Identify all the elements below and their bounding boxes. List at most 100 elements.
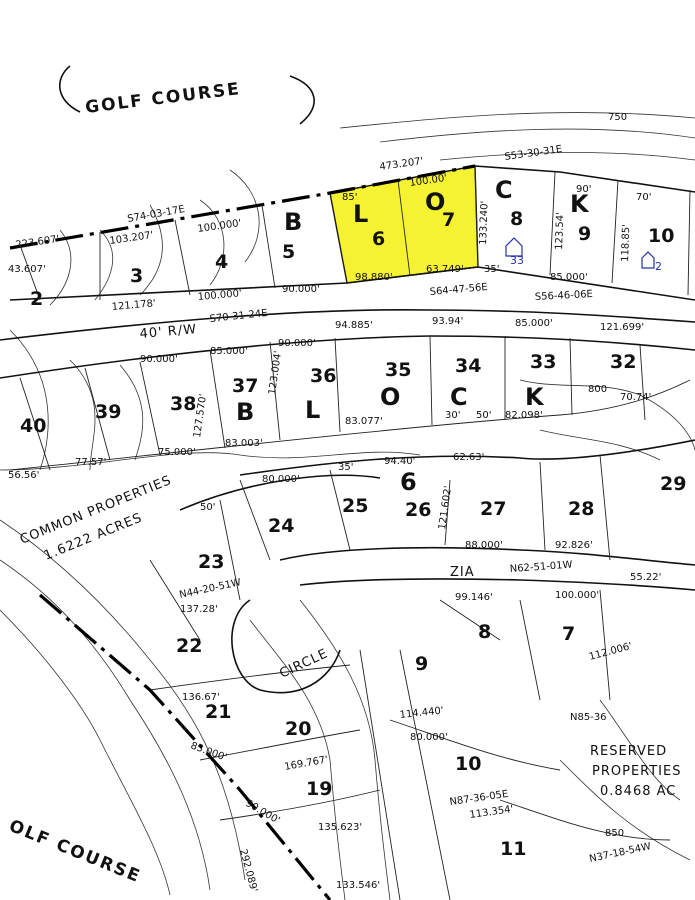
- upper-block-letter-o: O: [425, 188, 445, 216]
- svg-text:PROPERTIES: PROPERTIES: [592, 764, 682, 779]
- dim-30: 30': [445, 410, 460, 421]
- dim-77: 77.57': [75, 457, 106, 468]
- dim-100-d: 100.000': [555, 590, 599, 601]
- dim-100-top: 100.00': [409, 173, 448, 189]
- dim-133: 133.240': [478, 201, 491, 245]
- block6-lot-20: 20: [285, 718, 311, 740]
- block6-lot-28: 28: [568, 498, 594, 520]
- dim-223: 223.607': [15, 234, 60, 251]
- common-properties-label: COMMON PROPERTIES 1.6222 ACRES: [18, 473, 174, 564]
- dim-83-b: 83.077': [345, 416, 383, 427]
- dim-118: 118.85': [620, 224, 632, 262]
- dim-56: 56.56': [8, 470, 39, 481]
- dim-90-top: 90': [576, 184, 591, 195]
- dim-473: 473.207': [379, 156, 424, 173]
- golf-course-bracket-top: [58, 65, 315, 125]
- lower-lot-33: 33: [530, 351, 556, 373]
- svg-text:33: 33: [510, 254, 524, 267]
- upper-lot-9: 9: [578, 223, 591, 245]
- dim-121: 121.178': [111, 298, 156, 313]
- dim-94-40: 94.40': [384, 456, 415, 467]
- reserved-properties-label: RESERVED PROPERTIES 0.8468 AC: [590, 744, 682, 799]
- dim-82: 82.098': [505, 410, 543, 421]
- block6-lot-8: 8: [478, 621, 491, 643]
- road-40rw-south: [0, 335, 695, 379]
- block6-lot-19: 19: [306, 778, 332, 800]
- lower-lot-lines: [9, 335, 691, 471]
- upper-block-south-line: [9, 266, 695, 301]
- dim-85-c: 85.000': [210, 346, 248, 357]
- dim-80-b: 80.000': [410, 732, 448, 743]
- block6-lot-24: 24: [268, 515, 294, 537]
- blue-house-mark-2: 2: [641, 251, 662, 273]
- svg-text:2: 2: [655, 260, 662, 273]
- bearing-n37: N37-18-54W: [588, 841, 652, 865]
- lower-lot-39: 39: [95, 401, 121, 423]
- dim-70: 70.74': [620, 392, 651, 403]
- bearing-s64: S64-47-56E: [429, 282, 488, 298]
- lower-lot-34: 34: [455, 355, 481, 377]
- upper-lot-lines: [19, 165, 691, 301]
- dim-136: 136.67': [182, 692, 220, 703]
- lower-lot-35: 35: [385, 359, 411, 381]
- bearing-n85: N85-36: [570, 712, 607, 723]
- road-40rw-north: [0, 309, 695, 341]
- dim-121-c: 121.602': [437, 485, 454, 530]
- dim-99: 99.146': [455, 592, 493, 603]
- lower-lot-36: 36: [310, 365, 336, 387]
- dim-92: 92.826': [555, 540, 593, 551]
- dim-83-a: 83.003': [225, 438, 263, 449]
- blue-house-mark-1: 33: [505, 237, 524, 267]
- svg-text:RESERVED: RESERVED: [590, 744, 667, 759]
- dim-88: 88.000': [465, 540, 503, 551]
- block6-lot-11: 11: [500, 838, 526, 860]
- lower-block-letter-l: L: [305, 396, 320, 424]
- lower-block-letter-b: B: [236, 398, 254, 426]
- dim-80-a: 80.000': [262, 474, 300, 485]
- upper-lot-3: 3: [130, 265, 143, 287]
- block6-lot-26: 26: [405, 499, 431, 521]
- dim-123: 123.54': [554, 212, 566, 250]
- dim-50-b: 50': [200, 502, 215, 513]
- dim-133-b: 133.546': [336, 880, 380, 891]
- dim-85-top: 85': [342, 192, 357, 203]
- bearing-s70: S70-31-24E: [209, 308, 268, 325]
- dim-90-b: 90.000': [140, 354, 178, 365]
- dim-93: 93.94': [432, 316, 463, 327]
- bearing-s53: S53-30-31E: [504, 144, 563, 163]
- block6-number: 6: [400, 468, 417, 496]
- contour-850-label: 850: [605, 828, 624, 839]
- lower-block-letter-c: C: [450, 383, 468, 411]
- dim-70-top: 70': [636, 192, 651, 203]
- dim-123-b: 123.004': [267, 350, 284, 395]
- upper-block-north-line: [474, 165, 695, 193]
- dim-121-b: 121.699': [600, 322, 644, 333]
- upper-lot-7: 7: [442, 209, 455, 231]
- dim-100-c: 100.000': [197, 288, 242, 303]
- upper-lot-5: 5: [282, 241, 295, 263]
- block6-lot-29: 29: [660, 473, 686, 495]
- contour-750-label: 750: [608, 112, 627, 123]
- upper-block-letter-c: C: [495, 176, 513, 204]
- block6-lot-9: 9: [415, 653, 428, 675]
- dim-85-d: 85.000': [189, 740, 228, 763]
- dim-85-b: 85.000': [515, 318, 553, 329]
- upper-lot-2: 2: [30, 288, 43, 310]
- upper-lot-10: 10: [648, 225, 674, 247]
- dim-169: 169.767': [284, 754, 329, 772]
- upper-lot-6: 6: [372, 228, 385, 250]
- block6-lot-10: 10: [455, 753, 481, 775]
- lower-lot-40: 40: [20, 415, 46, 437]
- svg-text:0.8468 AC: 0.8468 AC: [600, 784, 676, 799]
- lower-lot-32: 32: [610, 351, 636, 373]
- dim-75: 75.000': [158, 447, 196, 458]
- block6-lot-22: 22: [176, 635, 202, 657]
- dim-62: 62.63': [453, 452, 484, 463]
- bearing-s56: S56-46-06E: [535, 289, 594, 303]
- golf-course-label-top: GOLF COURSE: [84, 79, 242, 118]
- dim-100-b: 100.000': [197, 218, 242, 235]
- dim-94: 94.885': [335, 320, 373, 331]
- dim-135: 135.623': [318, 822, 362, 833]
- upper-block-letter-l: L: [353, 200, 368, 228]
